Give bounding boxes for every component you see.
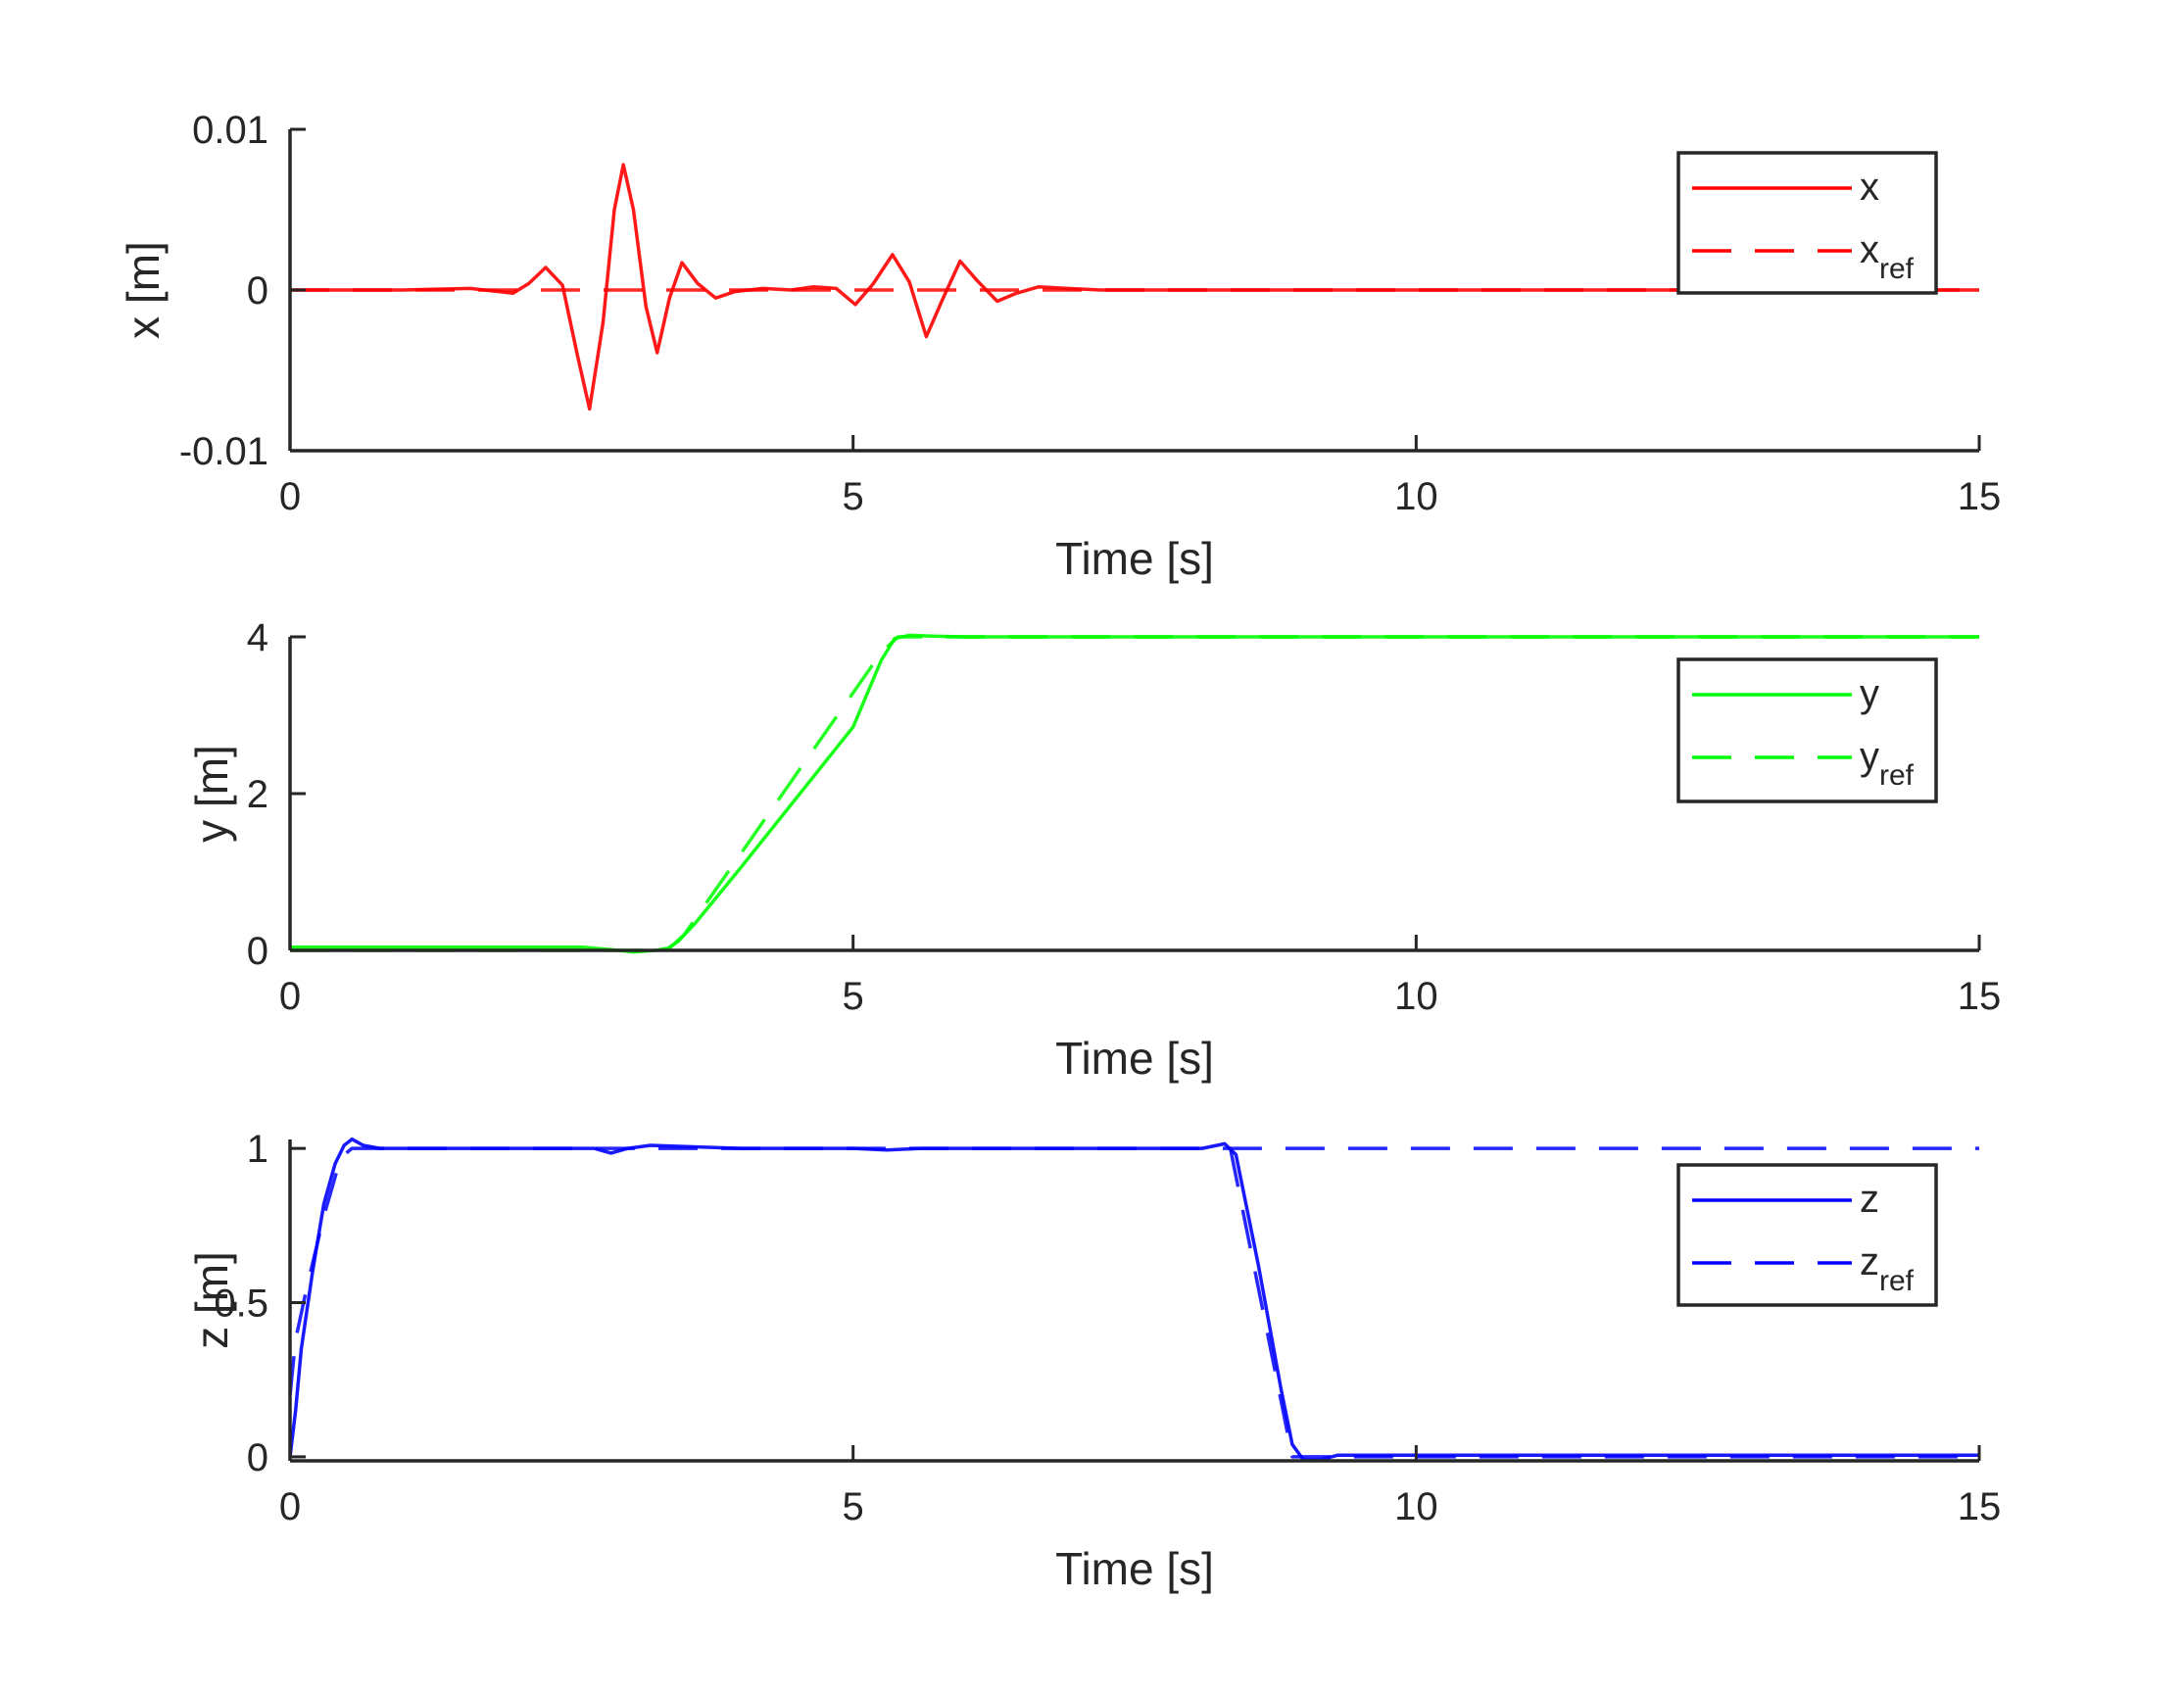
y-axis-label: y [m] — [186, 745, 237, 843]
y-tick-label: 0.01 — [192, 109, 268, 152]
x-tick-label: 15 — [1958, 975, 2002, 1018]
series-y-line — [290, 633, 1979, 954]
y-tick-label: 0 — [247, 1436, 268, 1479]
legend-label-z: z — [1860, 1178, 1879, 1221]
x-tick-label: 10 — [1394, 1485, 1438, 1528]
x-tick-label: 15 — [1958, 475, 2002, 518]
legend-label-x: x — [1860, 166, 1879, 209]
x-tick-label: 5 — [843, 475, 864, 518]
ticks-y: 0 5 10 15 0 2 4 — [247, 616, 2002, 1018]
x-tick-label: 15 — [1958, 1485, 2002, 1528]
x-tick-label: 0 — [279, 475, 301, 518]
plot-lines-z — [288, 1137, 1979, 1462]
axes-z — [288, 1139, 1979, 1463]
y-axis-label: x [m] — [118, 241, 169, 339]
subplot-y: 0 5 10 15 0 2 4 Time [s] y [m] y yref — [186, 616, 2001, 1084]
series-z-line — [288, 1137, 1979, 1462]
legend-box — [1676, 657, 1938, 803]
x-tick-label: 0 — [279, 975, 301, 1018]
legend-box — [1676, 1163, 1938, 1307]
y-tick-label: 1 — [247, 1128, 268, 1171]
legend-y: y yref — [1676, 657, 1938, 803]
y-tick-label: 0 — [247, 930, 268, 973]
y-tick-label: 2 — [247, 773, 268, 816]
ticks-z: 0 5 10 15 0 0.5 1 — [214, 1128, 2001, 1528]
y-axis-label: z [m] — [186, 1251, 237, 1349]
series-x-line — [290, 163, 1979, 412]
x-tick-label: 5 — [843, 975, 864, 1018]
y-tick-label: -0.01 — [179, 430, 268, 473]
y-tick-label: 0 — [247, 269, 268, 313]
ticks-x: 0 5 10 15 -0.01 0 0.01 — [179, 109, 2001, 518]
legend-label-y-ref: yref — [1860, 735, 1915, 792]
series-z-ref-line — [288, 1146, 1979, 1396]
x-tick-label: 10 — [1394, 475, 1438, 518]
legend-label-y: y — [1860, 672, 1879, 715]
x-tick-label: 0 — [279, 1485, 301, 1528]
x-tick-label: 10 — [1394, 975, 1438, 1018]
x-axis-label: Time [s] — [1055, 1543, 1214, 1594]
x-tick-label: 5 — [843, 1485, 864, 1528]
x-axis-label: Time [s] — [1055, 533, 1214, 584]
x-axis-label: Time [s] — [1055, 1033, 1214, 1084]
legend-box — [1676, 151, 1938, 295]
y-tick-label: 0.5 — [214, 1283, 268, 1326]
y-tick-label: 4 — [247, 616, 268, 659]
